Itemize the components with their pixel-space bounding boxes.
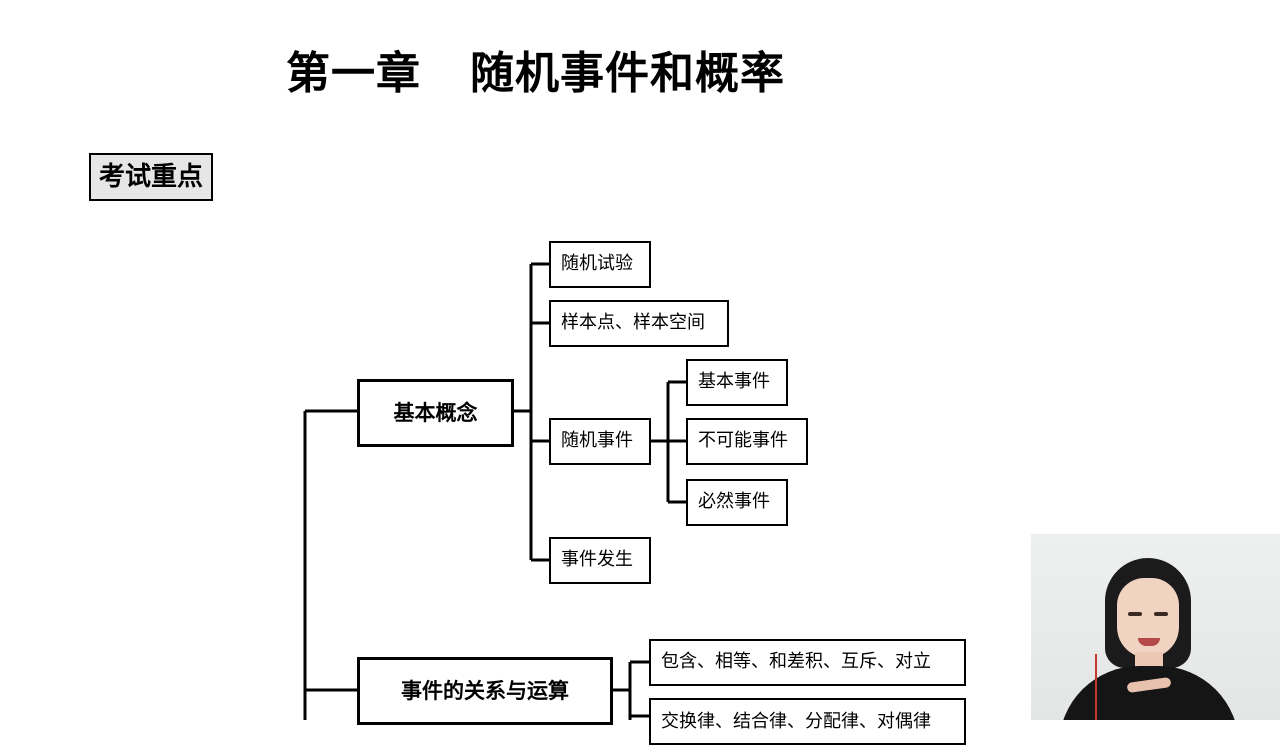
node-laws-list: 交换律、结合律、分配律、对偶律 xyxy=(649,698,966,745)
node-relations-operations: 事件的关系与运算 xyxy=(357,657,613,725)
chapter-title: 第一章 随机事件和概率 xyxy=(286,48,785,99)
node-sample-space: 样本点、样本空间 xyxy=(549,300,729,347)
presenter-shirt xyxy=(1059,666,1239,720)
node-elementary-event: 基本事件 xyxy=(686,359,788,406)
presenter-webcam xyxy=(1031,534,1280,720)
exam-focus-label: 考试重点 xyxy=(89,153,213,201)
mindmap-connectors xyxy=(303,262,686,720)
node-basic-concepts: 基本概念 xyxy=(357,379,514,447)
presenter-face xyxy=(1117,578,1179,658)
node-relations-list: 包含、相等、和差积、互斥、对立 xyxy=(649,639,966,686)
node-event-occurrence: 事件发生 xyxy=(549,537,651,584)
node-random-experiment: 随机试验 xyxy=(549,241,651,288)
node-certain-event: 必然事件 xyxy=(686,479,788,526)
earphone-wire xyxy=(1095,654,1097,720)
node-random-event: 随机事件 xyxy=(549,418,651,465)
node-impossible-event: 不可能事件 xyxy=(686,418,808,465)
